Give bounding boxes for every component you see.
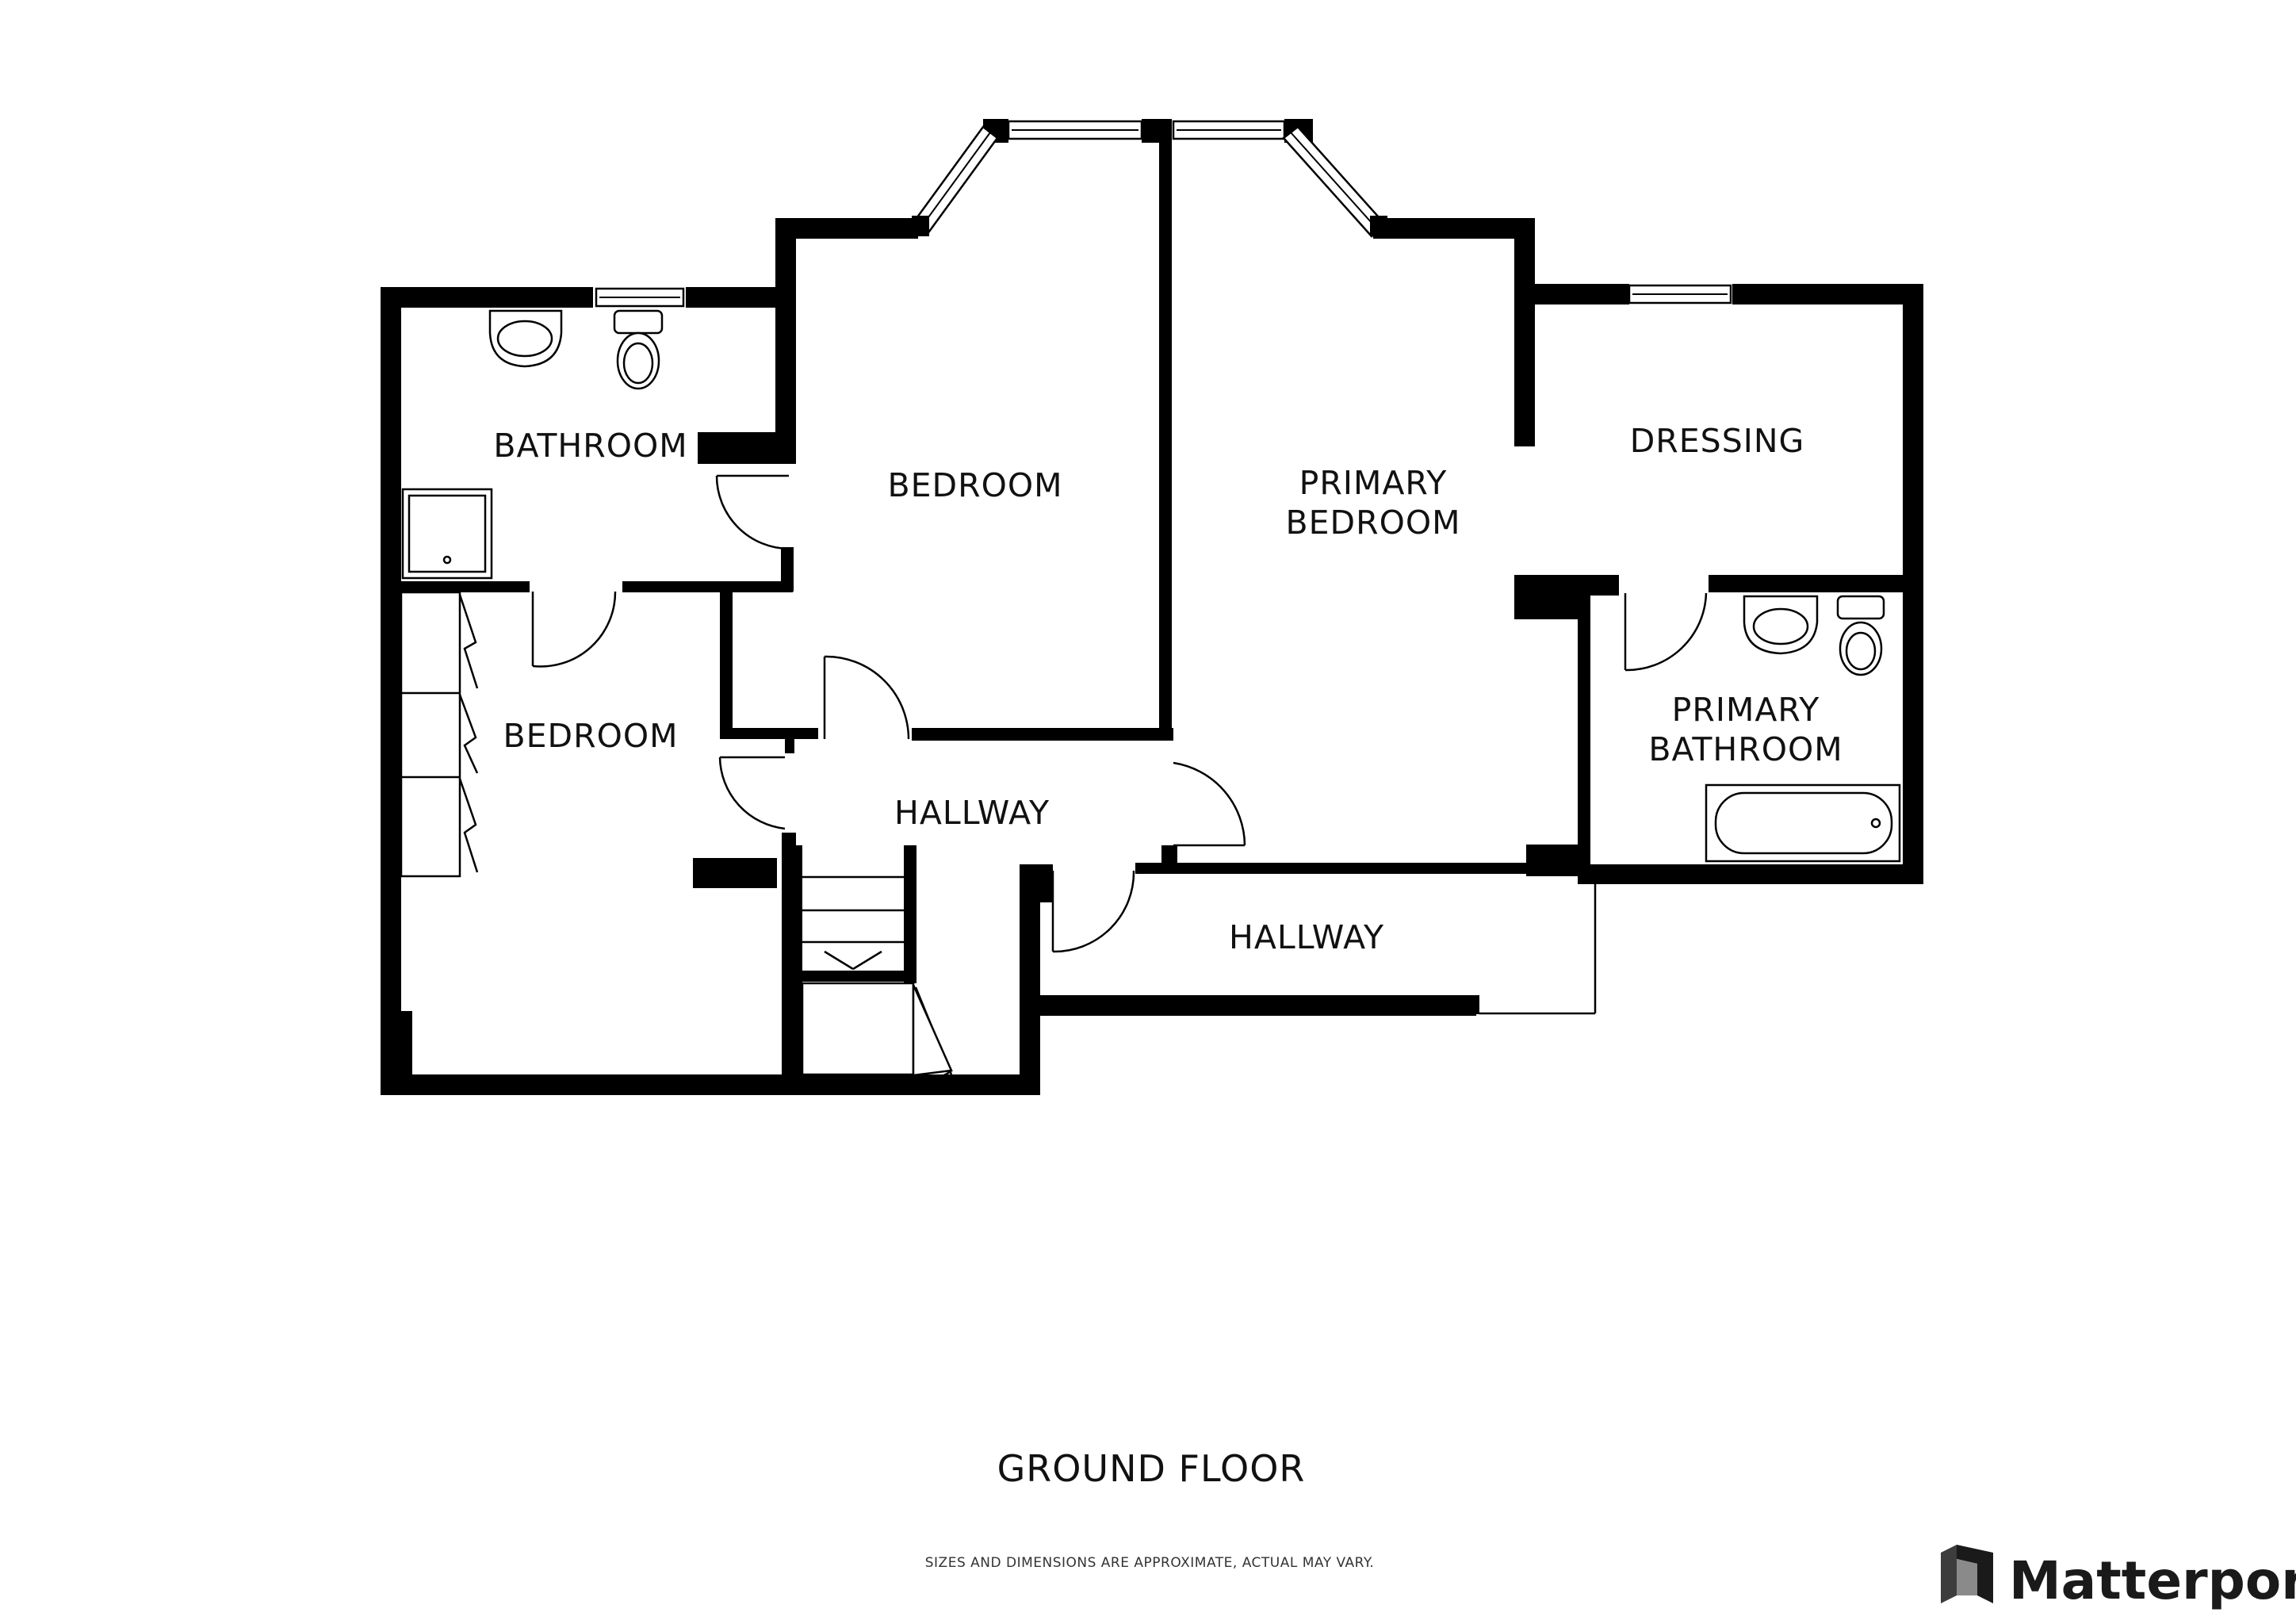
room-labels: BATHROOM BEDROOM PRIMARY BEDROOM DRESSIN… [493,422,1843,956]
label-bedroom-center: BEDROOM [887,466,1062,504]
wardrobe [400,591,479,878]
label-dressing: DRESSING [1630,422,1805,460]
matterport-logo-icon [1941,1545,1993,1603]
sink-icon [488,309,563,368]
label-primary-bedroom-line1: PRIMARY [1299,464,1448,502]
hallway-open-edge [1476,884,1597,1015]
bathroom-fixtures [401,309,1901,863]
label-primary-bathroom-line2: BATHROOM [1648,730,1843,768]
bathtub-icon [1705,783,1901,863]
label-bathroom: BATHROOM [493,427,687,465]
disclaimer-text: SIZES AND DIMENSIONS ARE APPROXIMATE, AC… [925,1555,1374,1571]
label-primary-bathroom-line1: PRIMARY [1672,691,1820,729]
shower-icon [401,488,493,580]
label-primary-bedroom-line2: BEDROOM [1285,504,1460,542]
floor-title: GROUND FLOOR [997,1447,1306,1490]
doors [531,474,1708,1079]
label-bedroom-left: BEDROOM [503,717,678,755]
walls [381,119,1923,1095]
label-hallway-lower: HALLWAY [1229,918,1384,956]
stairs [793,845,953,1077]
primary-toilet-icon [1836,595,1885,620]
brand-name: Matterport [2009,1550,2296,1611]
toilet-icon [613,309,664,335]
label-hallway-center: HALLWAY [894,794,1050,832]
windows [595,120,1732,308]
